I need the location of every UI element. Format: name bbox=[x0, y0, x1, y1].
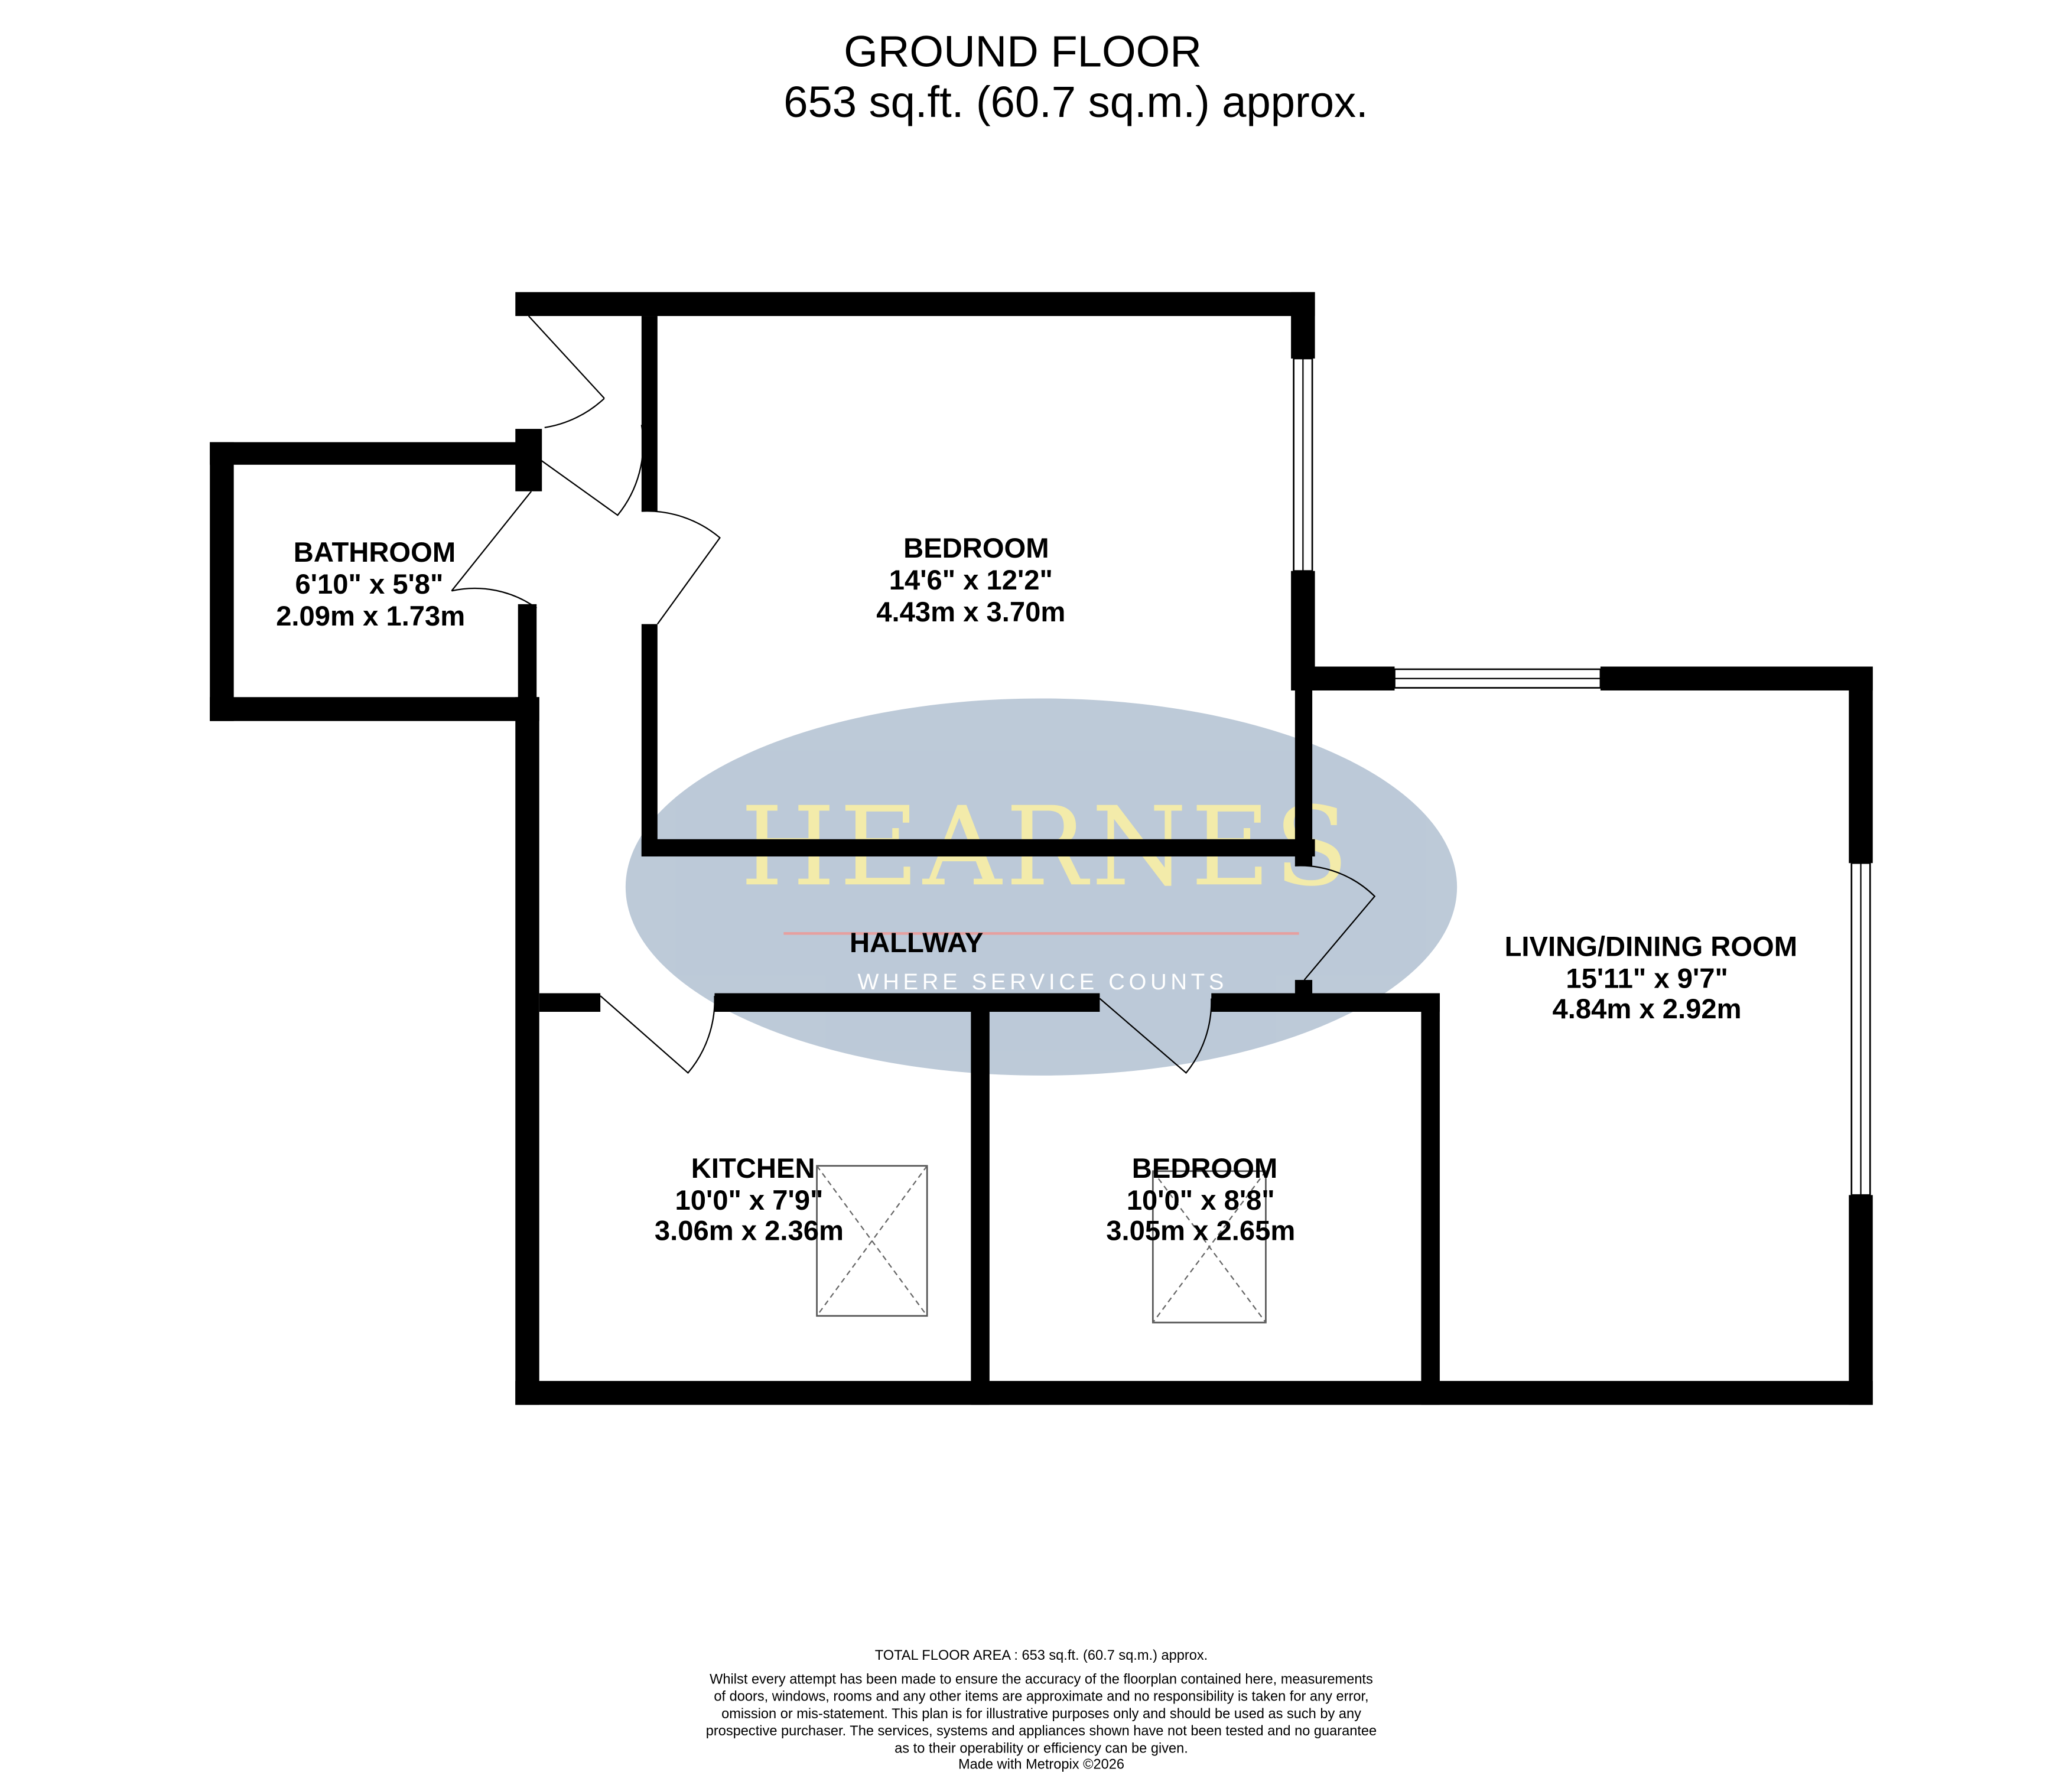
room-imperial: 10'0" x 8'8" bbox=[1127, 1185, 1275, 1216]
room-name: LIVING/DINING ROOM bbox=[1505, 931, 1797, 963]
room-bedroom-2: BEDROOM 10'0" x 8'8" 3.05m x 2.65m bbox=[1106, 1153, 1295, 1247]
room-bedroom-1: BEDROOM 14'6" x 12'2" 4.43m x 3.70m bbox=[876, 533, 1065, 628]
credit: Made with Metropix ©2026 bbox=[958, 1757, 1124, 1772]
floor-area: 653 sq.ft. (60.7 sq.m.) approx. bbox=[783, 77, 1368, 126]
disclaimer-line: as to their operability or efficiency ca… bbox=[894, 1741, 1188, 1756]
room-bathroom: BATHROOM 6'10" x 5'8" 2.09m x 1.73m bbox=[276, 537, 465, 632]
room-name: KITCHEN bbox=[691, 1153, 815, 1184]
room-name: BEDROOM bbox=[1132, 1153, 1277, 1184]
room-name: BATHROOM bbox=[294, 537, 456, 568]
windows bbox=[1293, 357, 1871, 1196]
walls bbox=[210, 292, 1873, 1405]
room-imperial: 10'0" x 7'9" bbox=[675, 1185, 823, 1216]
room-hallway: HALLWAY bbox=[850, 927, 983, 959]
skylights bbox=[816, 1165, 1267, 1324]
room-metric: 4.84m x 2.92m bbox=[1553, 994, 1742, 1025]
room-imperial: 14'6" x 12'2" bbox=[889, 565, 1053, 596]
disclaimer-line: prospective purchaser. The services, sys… bbox=[706, 1724, 1377, 1739]
room-name: BEDROOM bbox=[903, 533, 1049, 564]
floor-name: GROUND FLOOR bbox=[844, 27, 1202, 76]
room-name: HALLWAY bbox=[850, 927, 983, 959]
watermark-ellipse bbox=[625, 698, 1458, 1076]
room-kitchen: KITCHEN 10'0" x 7'9" 3.06m x 2.36m bbox=[655, 1153, 844, 1247]
room-imperial: 6'10" x 5'8" bbox=[295, 569, 444, 600]
disclaimer-line: of doors, windows, rooms and any other i… bbox=[714, 1689, 1368, 1705]
watermark-tagline: WHERE SERVICE COUNTS bbox=[857, 969, 1228, 995]
disclaimer-line: omission or mis-statement. This plan is … bbox=[721, 1706, 1361, 1722]
room-metric: 3.06m x 2.36m bbox=[655, 1216, 844, 1247]
disclaimer-line: Whilst every attempt has been made to en… bbox=[710, 1672, 1373, 1688]
room-metric: 4.43m x 3.70m bbox=[876, 597, 1065, 628]
doors bbox=[451, 315, 1376, 1074]
room-metric: 3.05m x 2.65m bbox=[1106, 1216, 1295, 1247]
room-living-dining: LIVING/DINING ROOM 15'11" x 9'7" 4.84m x… bbox=[1505, 931, 1797, 1025]
room-imperial: 15'11" x 9'7" bbox=[1566, 963, 1728, 995]
watermark-line bbox=[783, 932, 1299, 935]
room-metric: 2.09m x 1.73m bbox=[276, 601, 465, 632]
watermark-logo: HEARNES WHERE SERVICE COUNTS bbox=[625, 698, 1458, 1076]
footer: TOTAL FLOOR AREA : 653 sq.ft. (60.7 sq.m… bbox=[706, 1648, 1377, 1772]
total-floor-area: TOTAL FLOOR AREA : 653 sq.ft. (60.7 sq.m… bbox=[875, 1648, 1208, 1663]
